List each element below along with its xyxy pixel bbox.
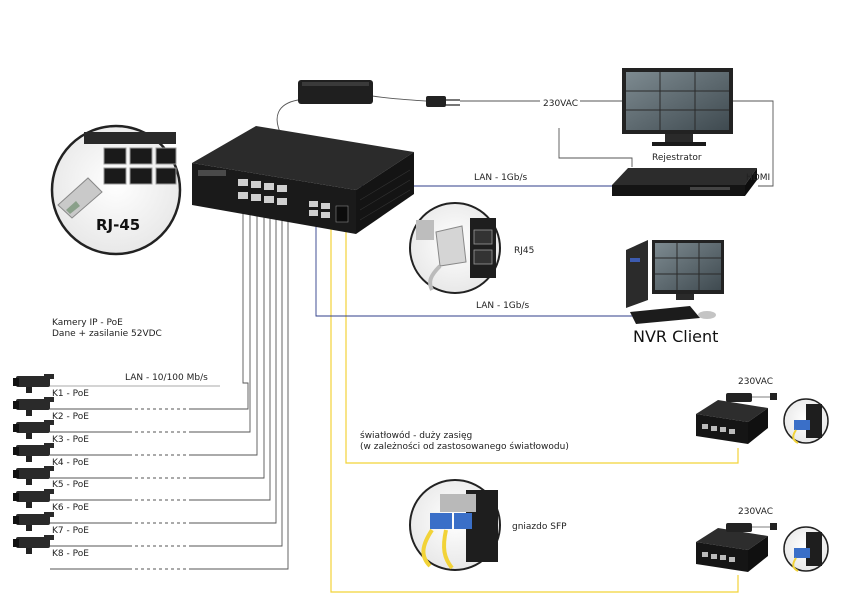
power-and-video-cables xyxy=(276,95,774,187)
monitor-icon xyxy=(622,68,733,146)
camera-label: K7 - PoE xyxy=(52,526,89,536)
poe-switch-icon xyxy=(192,126,414,234)
lan-1gb-label-nvr: LAN - 1Gb/s xyxy=(476,301,530,311)
computer-icon xyxy=(626,240,724,324)
cameras-title-line1: Kamery IP - PoE xyxy=(52,318,123,328)
ip-camera-icon xyxy=(13,397,54,416)
fiber-label-line2: (w zależności od zastosowanego światłowo… xyxy=(360,442,569,452)
camera-cables xyxy=(44,210,289,570)
camera-label: K5 - PoE xyxy=(52,480,89,490)
camera-group xyxy=(13,374,54,554)
camera-label: K4 - PoE xyxy=(52,458,89,468)
camera-label: K3 - PoE xyxy=(52,435,89,445)
camera-label: K2 - PoE xyxy=(52,412,89,422)
power-label-bottom: 230VAC xyxy=(738,507,774,517)
rj45-zoom-callout xyxy=(50,124,182,256)
lan-1gb-label-top: LAN - 1Gb/s xyxy=(474,173,528,183)
rj45-small-label: RJ45 xyxy=(514,246,535,256)
nvr-client-label: NVR Client xyxy=(633,327,719,346)
sfp-zoom-small-1 xyxy=(783,398,829,444)
ip-camera-icon xyxy=(13,420,54,439)
power-label-top: 230VAC xyxy=(543,99,579,109)
ip-camera-icon xyxy=(13,443,54,462)
hdmi-label: HDMI xyxy=(746,173,771,183)
sfp-socket-label: gniazdo SFP xyxy=(512,522,567,532)
rj45-callout-label: RJ-45 xyxy=(96,216,141,234)
camera-label: K6 - PoE xyxy=(52,503,89,513)
cameras-title-line2: Dane + zasilanie 52VDC xyxy=(52,329,162,339)
power-label-mid: 230VAC xyxy=(738,377,774,387)
camera-label: K1 - PoE xyxy=(52,389,89,399)
power-plug-icon xyxy=(426,96,460,107)
power-adapter-icon xyxy=(298,80,373,104)
sfp-zoom-callout xyxy=(409,479,501,571)
camera-label: K8 - PoE xyxy=(52,549,89,559)
ip-camera-icon xyxy=(13,512,54,531)
poe-switch-small-icon xyxy=(696,523,777,572)
nvr-recorder-icon xyxy=(612,168,757,196)
camera-cable-dashes xyxy=(132,408,190,570)
rj45-sfp-zoom-callout xyxy=(409,202,501,294)
poe-switch-small-icon xyxy=(696,393,777,444)
sfp-zoom-small-2 xyxy=(783,526,829,572)
recorder-label: Rejestrator xyxy=(652,153,702,163)
fiber-label-line1: światłowód - duży zasięg xyxy=(360,431,473,441)
ip-camera-icon xyxy=(13,489,54,508)
ip-camera-icon xyxy=(13,466,54,485)
lan-100-label: LAN - 10/100 Mb/s xyxy=(125,373,208,383)
ip-camera-icon xyxy=(13,374,54,393)
ip-camera-icon xyxy=(13,535,54,554)
sfp-module-icon xyxy=(430,494,476,529)
